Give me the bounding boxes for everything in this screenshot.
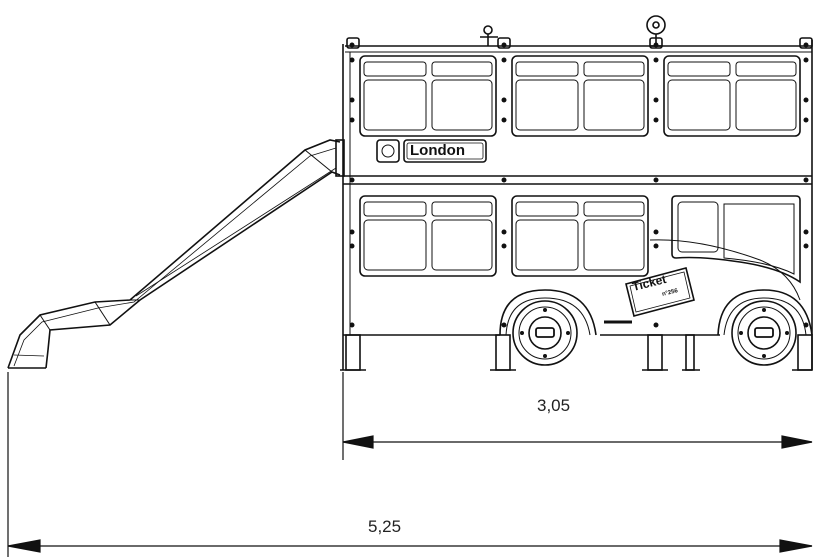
dimension-outer (7, 372, 813, 557)
total-width-label: 5,25 (368, 517, 402, 536)
front-wheel (717, 289, 813, 366)
dimension-inner (342, 372, 813, 460)
rear-wheel (499, 289, 597, 366)
support-legs (340, 334, 813, 371)
bus-body (335, 15, 813, 370)
london-sign (376, 139, 487, 163)
slide (7, 139, 341, 369)
ticket-sign (604, 267, 695, 324)
bolts (349, 42, 809, 358)
upper-windows (359, 55, 801, 137)
lower-windows (359, 195, 801, 301)
london-label: London (410, 142, 465, 159)
bus-width-label: 3,05 (537, 396, 571, 415)
